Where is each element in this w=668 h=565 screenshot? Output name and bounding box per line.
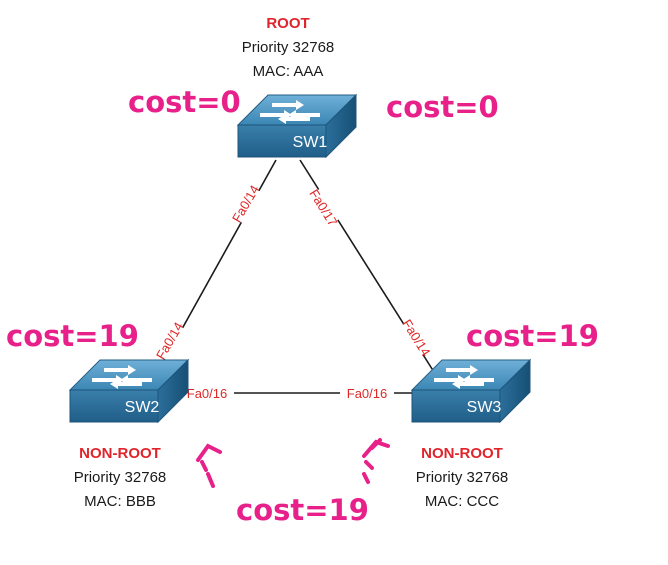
hand-drawn-arrow-right [362,438,390,484]
cost-sw2: cost=19 [6,319,139,353]
sw3-role: NON-ROOT [421,445,503,462]
sw2-role: NON-ROOT [79,445,161,462]
switch-sw1: SW1 [237,94,357,158]
switch-sw3-label: SW3 [467,399,502,416]
sw2-priority: Priority 32768 [74,469,167,486]
sw1-role: ROOT [266,15,309,32]
sw3-priority: Priority 32768 [416,469,509,486]
port-label-sw3-fa0-16: Fa0/16 [347,386,387,401]
cost-sw1-right: cost=0 [386,90,499,124]
port-label-sw2-fa0-16: Fa0/16 [187,386,227,401]
cost-sw3: cost=19 [466,319,599,353]
hand-drawn-arrow-left [196,443,222,488]
switch-sw2-label: SW2 [125,399,160,416]
cost-sw1-left: cost=0 [128,85,241,119]
sw3-mac: MAC: CCC [425,493,499,510]
sw2-mac: MAC: BBB [84,493,156,510]
cost-bottom: cost=19 [236,493,369,527]
switch-sw3: SW3 [411,359,531,423]
sw1-priority: Priority 32768 [242,39,335,56]
sw1-mac: MAC: AAA [253,63,324,80]
switch-sw1-label: SW1 [293,134,328,151]
switch-sw2: SW2 [69,359,189,423]
